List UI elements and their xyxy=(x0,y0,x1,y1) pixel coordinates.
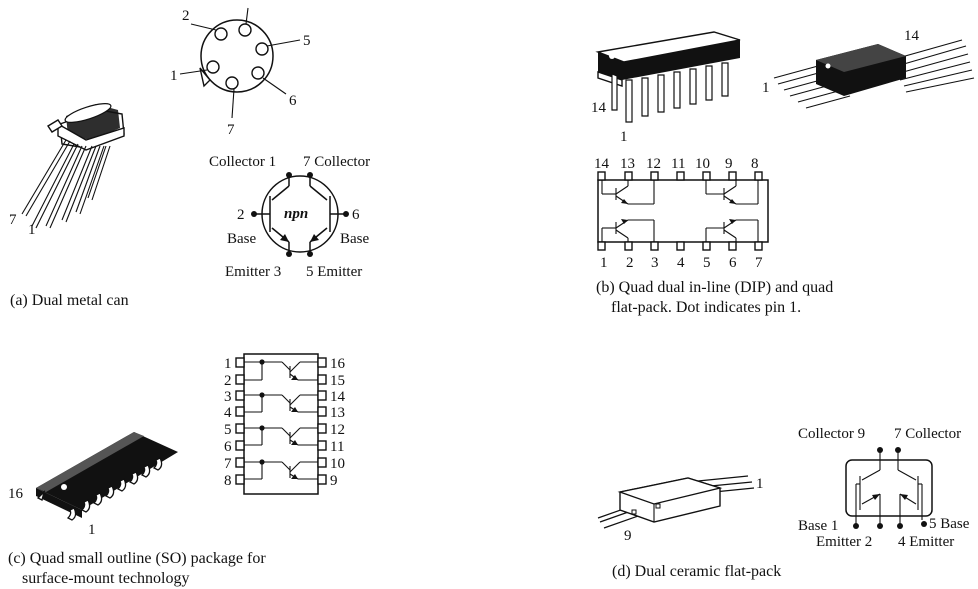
npn-label: npn xyxy=(284,206,308,222)
collector-9-label: Collector 9 xyxy=(798,426,865,442)
so-right-pin-10: 10 xyxy=(330,456,345,472)
collector-1-label: Collector 1 xyxy=(209,154,276,170)
dip-bottom-pin-7: 7 xyxy=(755,255,763,271)
dip-pin-1: 1 xyxy=(620,129,628,145)
can-pinout-top-view: 2 5 1 6 7 xyxy=(170,7,311,138)
caption-c-line1: (c) Quad small outline (SO) package for xyxy=(8,550,266,567)
can-pin-5: 5 xyxy=(303,33,311,49)
so-left-pin-7: 7 xyxy=(224,456,232,472)
base-left-label: Base xyxy=(227,231,257,247)
can-pin-2: 2 xyxy=(182,8,190,24)
base-1-label: Base 1 xyxy=(798,518,838,534)
so-left-pin-4: 4 xyxy=(224,405,232,421)
flat-pin-14: 14 xyxy=(904,28,920,44)
so-left-pin-6: 6 xyxy=(224,439,232,455)
flat-pin-1: 1 xyxy=(762,80,770,96)
caption-b-line2: flat-pack. Dot indicates pin 1. xyxy=(611,299,801,316)
caption-d: (d) Dual ceramic flat-pack xyxy=(612,563,781,580)
collector-7-label: 7 Collector xyxy=(303,154,370,170)
panel-b-quad-dip-flatpack: 14 1 14 1 xyxy=(591,28,975,316)
emitter-4-label: 4 Emitter xyxy=(898,534,954,550)
dip-top-pin-14: 14 xyxy=(594,156,610,172)
flatpack-pin-9: 9 xyxy=(624,528,632,544)
metal-can-drawing: 7 1 xyxy=(9,103,125,238)
dip-bottom-pin-1: 1 xyxy=(600,255,608,271)
panel-d-dual-ceramic-flatpack: 9 1 Collector 9 7 Collector xyxy=(597,426,970,580)
so-right-pin-11: 11 xyxy=(330,439,344,455)
so-right-pin-13: 13 xyxy=(330,405,345,421)
dip-top-pin-13: 13 xyxy=(620,156,635,172)
dip-pin-14: 14 xyxy=(591,100,607,116)
base-5-label: 5 Base xyxy=(929,516,970,532)
caption-c-line2: surface-mount technology xyxy=(22,570,190,587)
dip-package-drawing: 14 1 xyxy=(591,31,741,145)
so-package-drawing: 16 1 xyxy=(8,432,178,538)
so-right-pin-16: 16 xyxy=(330,356,346,372)
lead-label-1: 1 xyxy=(28,222,36,238)
so-pin-1: 1 xyxy=(88,522,96,538)
emitter-3-label: Emitter 3 xyxy=(225,264,281,280)
dip-bottom-pin-6: 6 xyxy=(729,255,737,271)
collector-7-label-d: 7 Collector xyxy=(894,426,961,442)
panel-a-dual-metal-can: 7 1 2 5 1 6 7 Collector 1 xyxy=(9,7,370,309)
so-right-pin-12: 12 xyxy=(330,422,345,438)
dip-top-pin-10: 10 xyxy=(695,156,710,172)
dip-bottom-pin-2: 2 xyxy=(626,255,634,271)
dip-top-pin-8: 8 xyxy=(751,156,759,172)
so-left-pin-1: 1 xyxy=(224,356,232,372)
flat-pack-drawing: 14 1 xyxy=(762,28,975,109)
panel-c-small-outline: 16 1 xyxy=(8,353,346,587)
so-right-pin-15: 15 xyxy=(330,373,345,389)
dip-top-pin-12: 12 xyxy=(646,156,661,172)
can-pin-1: 1 xyxy=(170,68,178,84)
dip-bottom-pin-3: 3 xyxy=(651,255,659,271)
base-6-number: 6 xyxy=(352,207,360,223)
dip-bottom-pin-5: 5 xyxy=(703,255,711,271)
so-right-pin-14: 14 xyxy=(330,389,346,405)
base-right-label: Base xyxy=(340,231,370,247)
quad-transistor-schematic: 14 13 12 11 10 9 8 1 2 3 4 5 6 7 xyxy=(594,156,769,271)
so-left-pin-3: 3 xyxy=(224,389,232,405)
dip-bottom-pin-4: 4 xyxy=(677,255,685,271)
dual-ceramic-schematic: Collector 9 7 Collector xyxy=(798,426,970,550)
caption-b-line1: (b) Quad dual in-line (DIP) and quad xyxy=(596,279,833,296)
lead-label-7: 7 xyxy=(9,212,17,228)
dual-npn-schematic: Collector 1 7 Collector npn 2 xyxy=(209,154,370,280)
flatpack-pin-1: 1 xyxy=(756,476,764,492)
can-pin-6: 6 xyxy=(289,93,297,109)
dip-top-pin-9: 9 xyxy=(725,156,733,172)
emitter-2-label: Emitter 2 xyxy=(816,534,872,550)
so-schematic: 1 2 3 4 5 6 7 8 16 15 14 13 12 11 10 9 xyxy=(224,353,346,495)
so-pin-16: 16 xyxy=(8,486,24,502)
ceramic-flatpack-drawing: 9 1 xyxy=(597,475,764,544)
so-left-pin-8: 8 xyxy=(224,473,232,489)
so-right-pin-9: 9 xyxy=(330,473,338,489)
dip-top-pin-11: 11 xyxy=(671,156,685,172)
emitter-5-label: 5 Emitter xyxy=(306,264,362,280)
so-left-pin-2: 2 xyxy=(224,373,232,389)
base-2-number: 2 xyxy=(237,207,245,223)
so-left-pin-5: 5 xyxy=(224,422,232,438)
caption-a: (a) Dual metal can xyxy=(10,292,129,309)
can-pin-7: 7 xyxy=(227,122,235,138)
